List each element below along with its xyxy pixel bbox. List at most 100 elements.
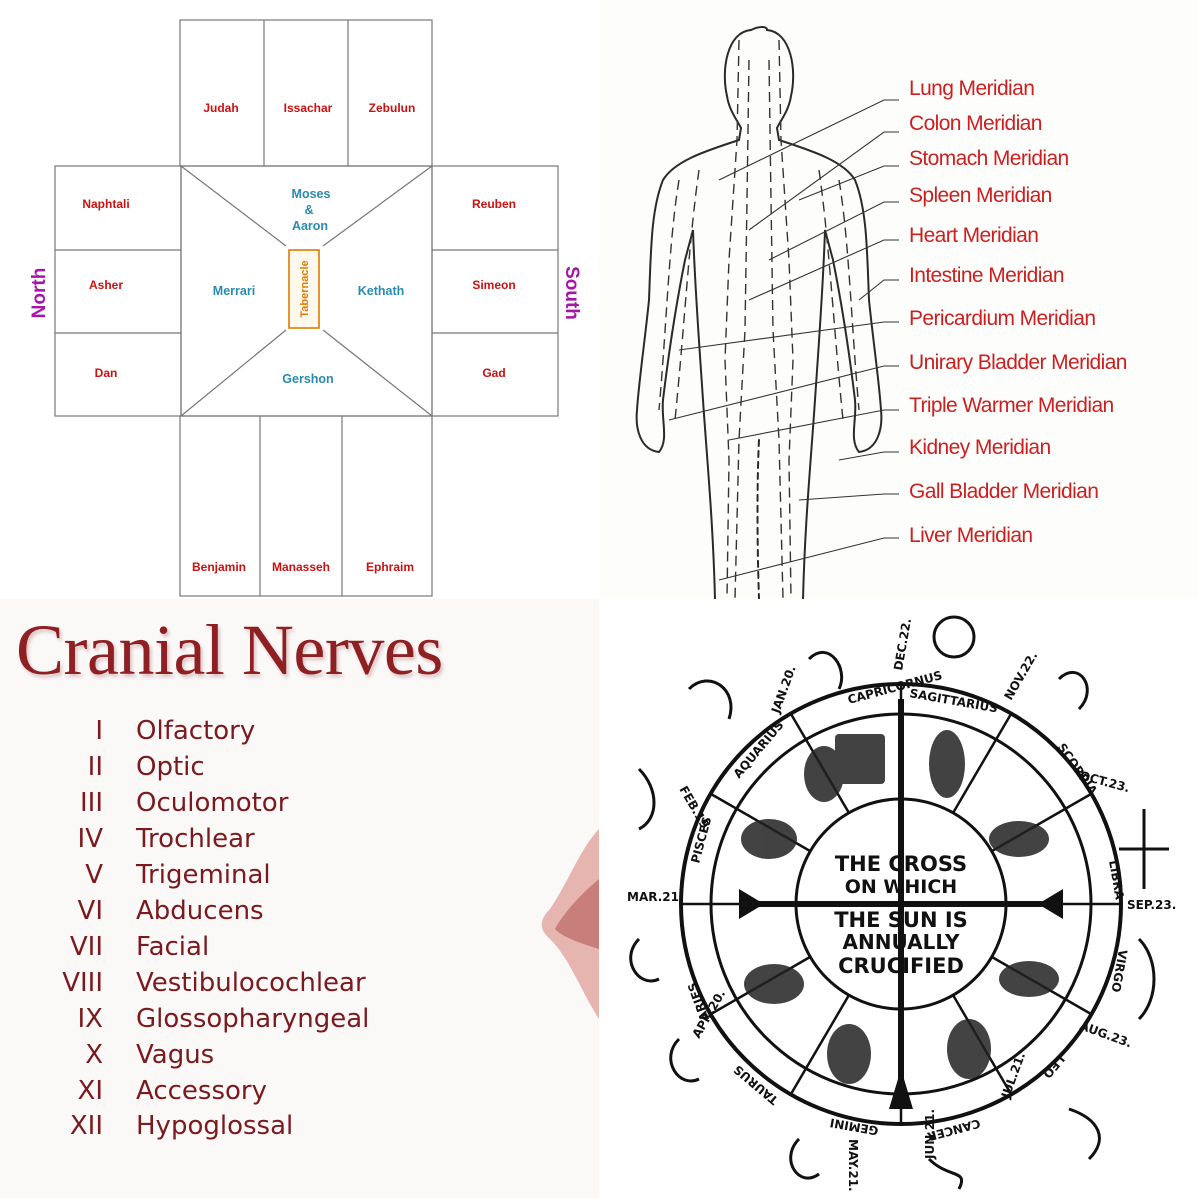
nerve-name: Vestibulocochlear [136,968,366,998]
cranial-nerves-panel: Cranial Nerves I Olfactory II Optic III … [0,599,599,1198]
nerve-number: XI [77,1076,103,1106]
nerve-row: IX Glossopharyngeal [0,1004,420,1040]
date-jun: JUN.21. [923,1109,937,1160]
nerve-row: VI Abducens [0,896,420,932]
nerve-name: Glossopharyngeal [136,1004,370,1034]
sign-leo: LEO [1040,1052,1067,1081]
tribe-dan: Dan [95,366,118,380]
levite-kethath: Kethath [358,284,405,298]
meridian-label-stomach: Stomach Meridian [909,147,1069,170]
zodiac-wheel-panel: THE CROSS ON WHICH THE SUN IS ANNUALLY C… [599,599,1198,1198]
nerve-number: XII [69,1111,103,1141]
nerve-row: II Optic [0,752,420,788]
date-aug: AUG.23. [1078,1019,1134,1051]
tribe-issachar: Issachar [284,101,333,115]
center-text-line3: THE SUN IS [834,908,968,932]
date-mar: MAR.21. [627,890,684,904]
levite-gershon: Gershon [282,372,333,386]
nerve-number: VII [69,932,103,962]
meridian-chart-panel: Lung Meridian Colon Meridian Stomach Mer… [599,0,1198,599]
nerve-number: V [85,860,103,890]
date-may: MAY.21. [846,1139,860,1192]
meridian-label-colon: Colon Meridian [909,112,1042,135]
cranial-nerves-title: Cranial Nerves [16,610,443,690]
outer-emblems [629,615,1169,1190]
center-text-line1: THE CROSS [835,852,967,876]
nerve-name: Accessory [136,1076,267,1106]
nerve-name: Vagus [136,1040,215,1070]
date-nov: NOV.22. [1001,649,1040,702]
nerve-row: V Trigeminal [0,860,420,896]
nerve-number: III [79,788,103,818]
meridian-label-pericardium: Pericardium Meridian [909,307,1095,330]
camp-diagram-panel: Tabernacle Judah Issachar Zebulun Naphta… [0,0,599,599]
center-text-line4: ANNUALLY [843,930,960,954]
meridian-label-liver: Liver Meridian [909,524,1033,547]
tabernacle-label: Tabernacle [299,260,311,317]
leader-lines [668,99,899,581]
nerve-number: I [95,716,103,746]
camp-diagram: Tabernacle Judah Issachar Zebulun Naphta… [29,19,582,597]
tribe-ephraim: Ephraim [366,560,414,574]
center-text-line2: ON WHICH [845,876,957,898]
direction-north: North [29,268,50,319]
tribe-naphtali: Naphtali [82,197,129,211]
nerve-name: Trigeminal [136,860,271,890]
nerve-row: XI Accessory [0,1076,420,1112]
levite-merrari: Merrari [213,284,255,298]
direction-south: South [561,266,582,320]
meridian-label-lung: Lung Meridian [909,77,1034,100]
sign-scorpia: SCORPIA [1055,741,1101,798]
meridian-lines [658,39,860,599]
tribe-benjamin: Benjamin [192,560,246,574]
nerve-row: IV Trochlear [0,824,420,860]
date-jul: JUL.21. [998,1050,1028,1101]
nerve-name: Abducens [136,896,264,926]
tribe-reuben: Reuben [472,197,516,211]
nerve-row: VII Facial [0,932,420,968]
nerve-number: IX [77,1004,103,1034]
human-figure [635,26,883,599]
levite-moses: Moses [292,187,331,201]
sign-aquarius: AQUARIUS [731,718,787,781]
face-profile-image [541,829,599,1019]
meridian-label-triple-warmer: Triple Warmer Meridian [909,394,1114,417]
meridian-chart: Lung Meridian Colon Meridian Stomach Mer… [635,26,1127,599]
nerve-number: IV [77,824,103,854]
nerve-name: Oculomotor [136,788,289,818]
nerve-row: I Olfactory [0,716,420,752]
nerve-name: Hypoglossal [136,1111,294,1141]
nerve-name: Olfactory [136,716,256,746]
levite-aaron: Aaron [292,219,328,233]
tribe-judah: Judah [203,101,238,115]
nerve-name: Facial [136,932,210,962]
nerve-row: III Oculomotor [0,788,420,824]
nerve-number: X [85,1040,103,1070]
meridian-label-spleen: Spleen Meridian [909,184,1052,207]
tabernacle-box [288,249,320,329]
tribe-zebulun: Zebulun [369,101,416,115]
date-jan: JAN.20. [768,664,798,716]
nerve-name: Optic [136,752,205,782]
tribe-asher: Asher [89,278,123,292]
center-text-line5: CRUCIFIED [838,954,964,978]
meridian-label-gall-bladder: Gall Bladder Meridian [909,480,1098,503]
meridian-label-bladder: Unirary Bladder Meridian [909,351,1127,374]
zodiac-wheel: THE CROSS ON WHICH THE SUN IS ANNUALLY C… [627,615,1176,1192]
date-sep: SEP.23. [1127,898,1176,912]
cross-shape [739,699,1063,1109]
segment-figures [741,730,1059,1084]
nerve-name: Trochlear [136,824,255,854]
levite-ampersand: & [304,203,313,217]
nerve-number: II [87,752,103,782]
tribe-manasseh: Manasseh [272,560,330,574]
nerve-number: VIII [62,968,103,998]
meridian-label-kidney: Kidney Meridian [909,436,1051,459]
sign-libra: LIBRA [1106,859,1127,901]
meridian-label-intestine: Intestine Meridian [909,264,1064,287]
nerve-row: XII Hypoglossal [0,1111,420,1147]
nerve-row: VIII Vestibulocochlear [0,968,420,1004]
meridian-label-heart: Heart Meridian [909,224,1038,247]
tribe-simeon: Simeon [472,278,515,292]
tribe-gad: Gad [482,366,505,380]
